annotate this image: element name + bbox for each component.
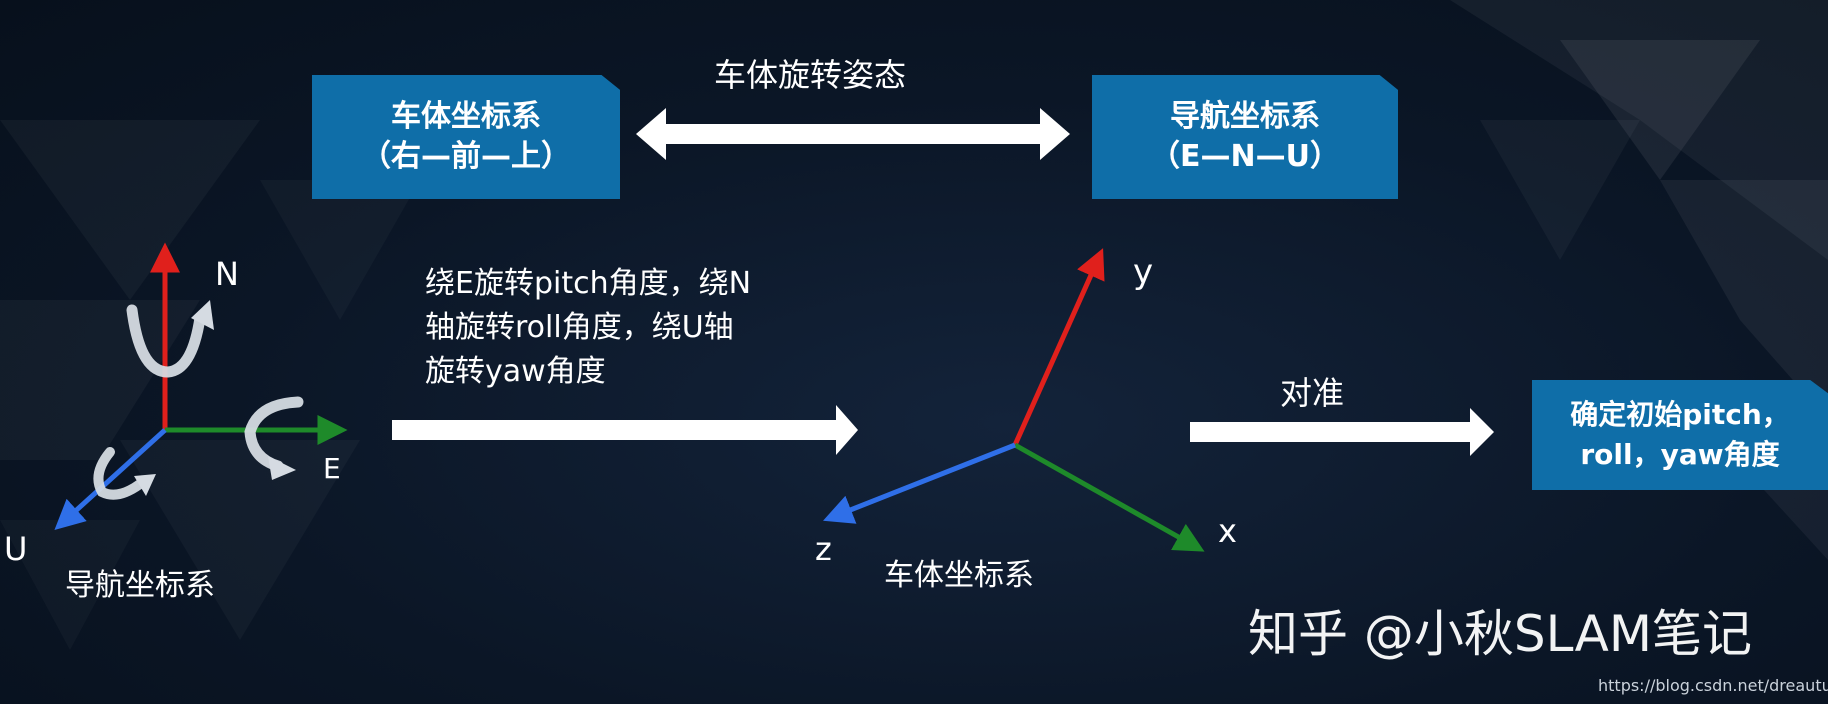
axis-y-arrow (1012, 248, 1105, 447)
double-arrow-top (636, 108, 1070, 160)
result-box-line1: 确定初始pitch， (1570, 398, 1790, 431)
axis-n-label: N (215, 255, 239, 293)
result-box-line2: roll，yaw角度 (1580, 438, 1780, 471)
rotation-u-icon (93, 447, 156, 500)
rotation-e-icon (244, 396, 304, 480)
axis-z-label: z (815, 530, 832, 568)
rotation-line-3: 旋转yaw角度 (425, 354, 606, 389)
source-url: https://blog.csdn.net/dreautumn (1598, 676, 1828, 695)
top-rotation-title: 车体旋转姿态 (714, 56, 907, 94)
align-label: 对准 (1280, 374, 1345, 412)
nav-frame-box-axes: （E—N—U） (1150, 139, 1340, 174)
axis-x-label: x (1218, 512, 1237, 550)
axis-e-label: E (323, 452, 341, 485)
nav-frame-box: 导航坐标系 （E—N—U） (1092, 75, 1398, 199)
body-frame-box-title: 车体坐标系 (391, 99, 541, 134)
nav-frame-box-title: 导航坐标系 (1170, 99, 1320, 134)
watermark: 知乎 @小秋SLAM笔记 (1248, 605, 1752, 663)
body-frame-box: 车体坐标系 （右—前—上） (312, 75, 620, 199)
axis-y-label: y (1133, 252, 1154, 292)
axis-x-arrow (1013, 442, 1205, 552)
rotation-n-icon (126, 300, 214, 378)
result-box: 确定初始pitch， roll，yaw角度 (1532, 380, 1828, 490)
body-frame-box-axes: （右—前—上） (361, 139, 571, 174)
rotation-description: 绕E旋转pitch角度，绕N 轴旋转roll角度，绕U轴 旋转yaw角度 (425, 262, 751, 394)
axis-z-arrow (823, 442, 1016, 524)
rotation-arrow (392, 405, 858, 455)
nav-frame-caption: 导航坐标系 (65, 568, 215, 603)
axis-u-label: U (4, 530, 28, 568)
axis-u-arrow (54, 428, 167, 531)
rotation-line-2: 轴旋转roll角度，绕U轴 (425, 310, 734, 345)
body-frame-caption: 车体坐标系 (884, 558, 1034, 593)
rotation-line-1: 绕E旋转pitch角度，绕N (425, 266, 752, 301)
align-arrow (1190, 408, 1494, 456)
